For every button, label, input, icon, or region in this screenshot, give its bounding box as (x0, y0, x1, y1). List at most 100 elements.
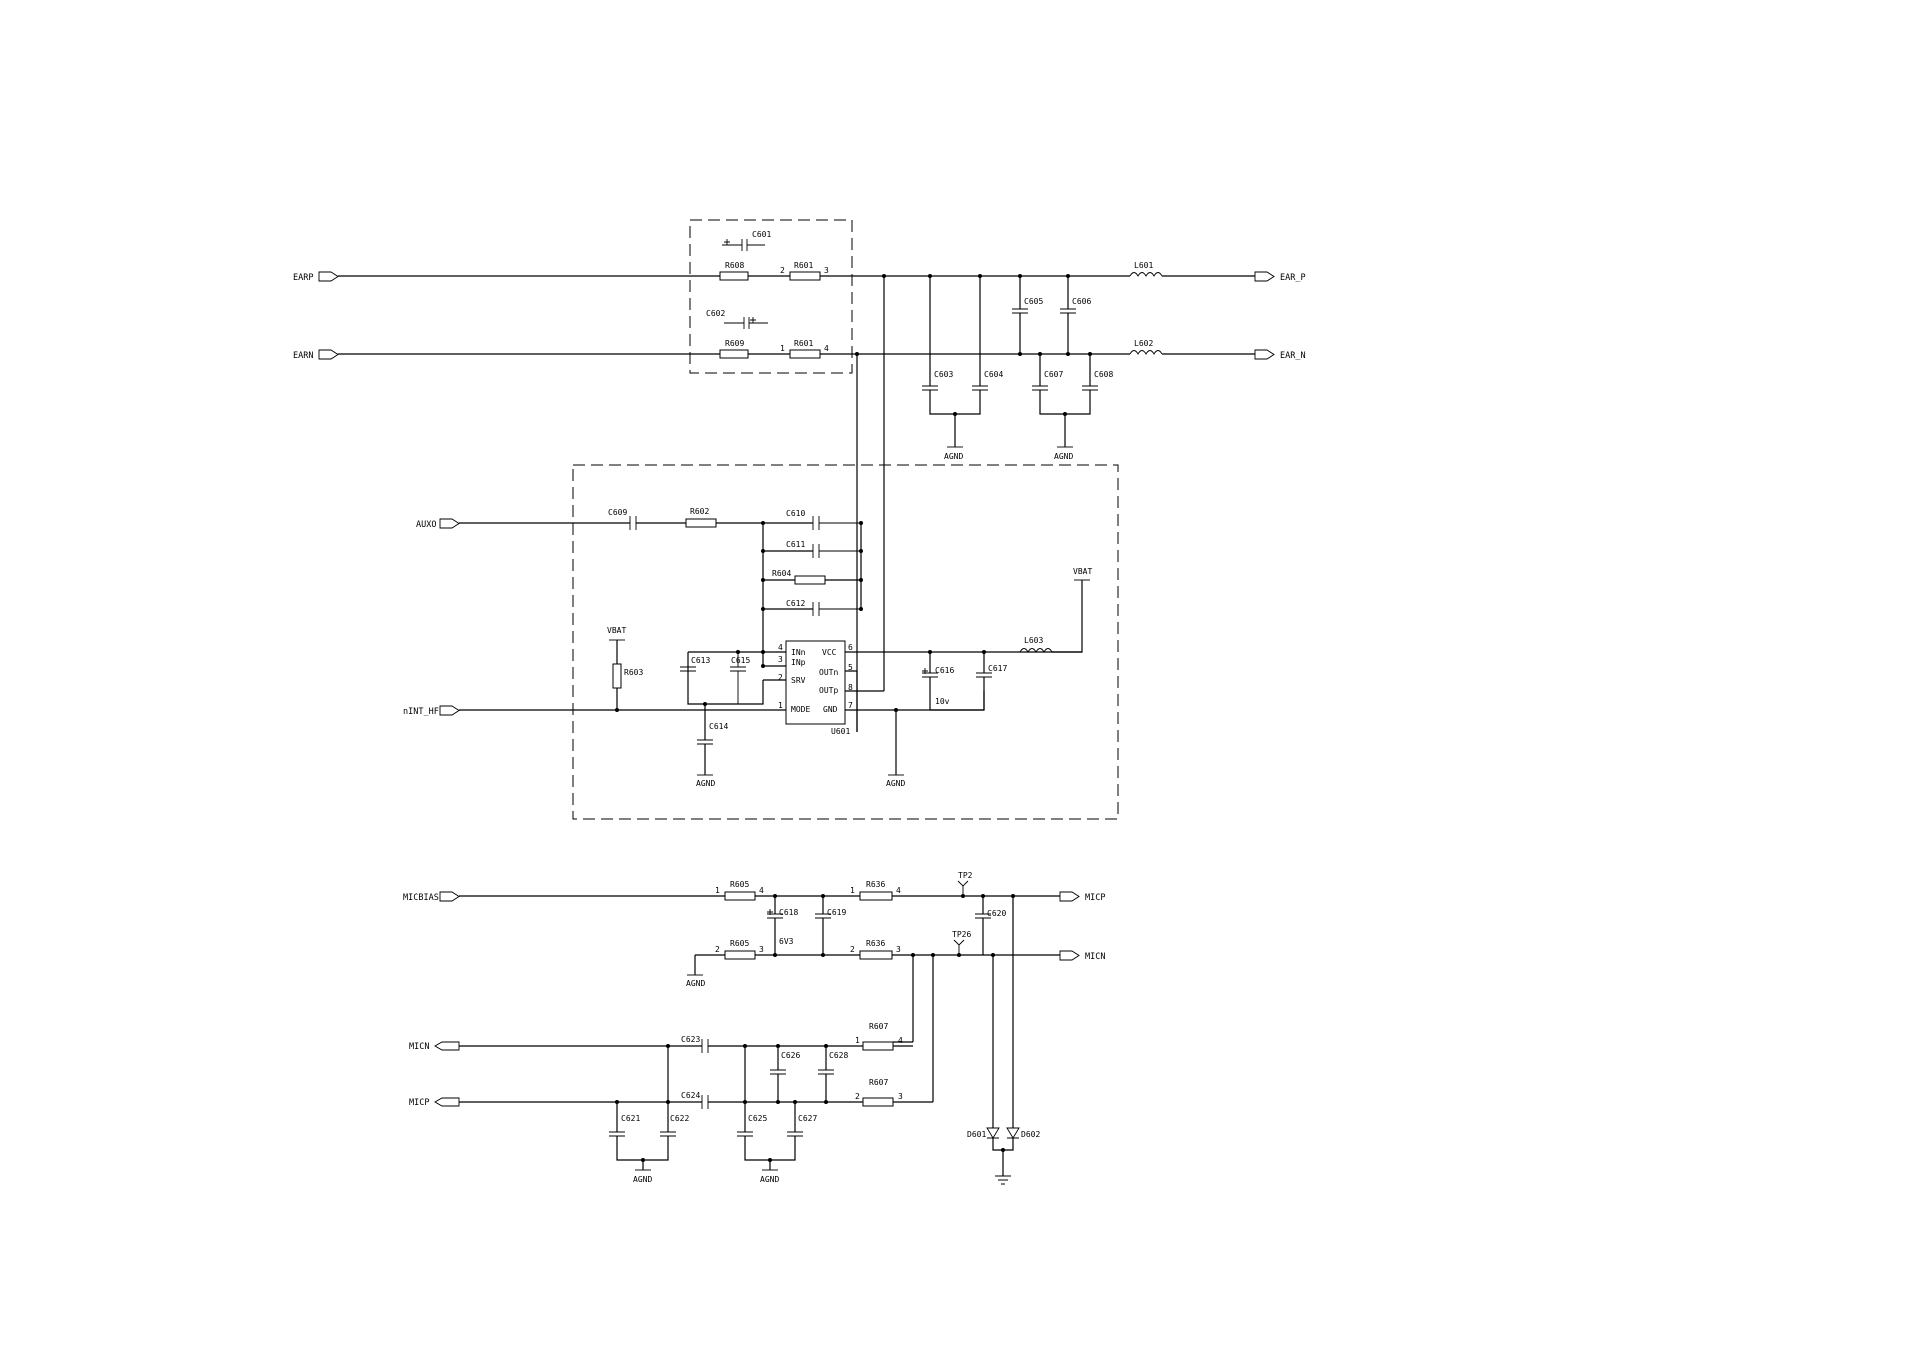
c602-label: C602 (706, 309, 725, 318)
u601-label: U601 (831, 727, 850, 736)
earp-label: EARP (293, 273, 313, 283)
micp-in-port (434, 1097, 460, 1107)
vbat-label-1: VBAT (607, 626, 626, 635)
d602-label: D602 (1021, 1130, 1040, 1139)
svg-text:2: 2 (715, 945, 720, 954)
l601-label: L601 (1134, 261, 1153, 270)
r601-resistor-b (789, 349, 821, 359)
u601-amplifier-ic (785, 640, 846, 725)
l602-inductor (1129, 350, 1163, 355)
micbias-port (439, 891, 460, 902)
r607-resistor-b (862, 1097, 894, 1107)
c619-capacitor (815, 913, 831, 919)
c618-capacitor (767, 909, 783, 919)
svg-text:MODE: MODE (791, 705, 810, 714)
r601-resistor-a (789, 271, 821, 281)
r602-resistor (685, 518, 717, 528)
r636-label-b: R636 (866, 939, 885, 948)
c613-capacitor (680, 652, 696, 704)
c609-label: C609 (608, 508, 627, 517)
c604-label: C604 (984, 370, 1003, 379)
svg-text:4: 4 (896, 886, 901, 895)
svg-text:6: 6 (848, 643, 853, 652)
c618-value: 6V3 (779, 937, 794, 946)
micbias-label: MICBIAS (403, 893, 439, 903)
r609-label: R609 (725, 339, 744, 348)
c610-capacitor (812, 516, 861, 530)
d601-diode (986, 1127, 1000, 1139)
micp-out-label: MICP (1085, 893, 1105, 903)
audio-amplifier-block (572, 464, 1119, 820)
micn-out-port (1059, 950, 1080, 961)
r636-label-a: R636 (866, 880, 885, 889)
c627-label: C627 (798, 1114, 817, 1123)
micp-out-port (1059, 891, 1080, 902)
svg-text:GND: GND (823, 705, 838, 714)
ear-n-port (1254, 349, 1275, 360)
svg-text:SRV: SRV (791, 676, 806, 685)
c605-label: C605 (1024, 297, 1043, 306)
c603-capacitor (922, 385, 938, 391)
c616-label: C616 (935, 666, 954, 675)
c619-label: C619 (827, 908, 846, 917)
svg-text:OUTn: OUTn (819, 668, 838, 677)
svg-text:2: 2 (850, 945, 855, 954)
c626-capacitor (770, 1069, 786, 1075)
r609-resistor (719, 349, 749, 359)
c612-capacitor (812, 602, 861, 616)
svg-text:INp: INp (791, 658, 806, 667)
c614-capacitor (697, 739, 713, 745)
svg-text:INn: INn (791, 648, 806, 657)
svg-text:2: 2 (778, 673, 783, 682)
micn-in-label: MICN (409, 1042, 429, 1052)
c612-label: C612 (786, 599, 805, 608)
c609-capacitor (629, 516, 637, 530)
d601-label: D601 (967, 1130, 986, 1139)
svg-text:4: 4 (778, 643, 783, 652)
c622-capacitor (660, 1131, 676, 1137)
earp-port (318, 271, 339, 282)
c626-label: C626 (781, 1051, 800, 1060)
agnd-label-3: AGND (696, 779, 715, 788)
l603-label: L603 (1024, 636, 1043, 645)
c623-capacitor (701, 1039, 709, 1053)
r636-resistor-a (859, 891, 893, 901)
svg-text:OUTp: OUTp (819, 686, 838, 695)
c625-capacitor (737, 1131, 753, 1137)
r603-resistor (612, 663, 622, 689)
c623-label: C623 (681, 1035, 700, 1044)
agnd-label-2: AGND (1054, 452, 1073, 461)
c620-capacitor (975, 913, 991, 919)
ear-p-label: EAR_P (1280, 273, 1306, 283)
c616-capacitor (922, 668, 938, 678)
tp26-label: TP26 (952, 930, 971, 939)
auxo-port (439, 518, 460, 529)
agnd-label-4: AGND (886, 779, 905, 788)
l601-inductor (1129, 272, 1163, 277)
agnd-label-6: AGND (633, 1175, 652, 1184)
c605-capacitor (1012, 308, 1028, 314)
svg-text:2: 2 (855, 1092, 860, 1101)
micn-in-port (434, 1041, 460, 1051)
ear-p-port (1254, 271, 1275, 282)
c602-capacitor (724, 317, 768, 329)
svg-text:8: 8 (848, 683, 853, 692)
r608-label: R608 (725, 261, 744, 270)
c622-label: C622 (670, 1114, 689, 1123)
c624-label: C624 (681, 1091, 700, 1100)
c625-label: C625 (748, 1114, 767, 1123)
svg-text:3: 3 (898, 1092, 903, 1101)
svg-text:3: 3 (896, 945, 901, 954)
c617-capacitor (976, 672, 992, 678)
r607-resistor-a (862, 1041, 894, 1051)
c621-label: C621 (621, 1114, 640, 1123)
r608-resistor (719, 271, 749, 281)
r601-label-a: R601 (794, 261, 813, 270)
nint-hf-port (439, 705, 460, 716)
l603-inductor (1019, 648, 1053, 653)
c606-label: C606 (1072, 297, 1091, 306)
c601-label: C601 (752, 230, 771, 239)
r604-label: R604 (772, 569, 791, 578)
svg-text:2: 2 (780, 266, 785, 275)
